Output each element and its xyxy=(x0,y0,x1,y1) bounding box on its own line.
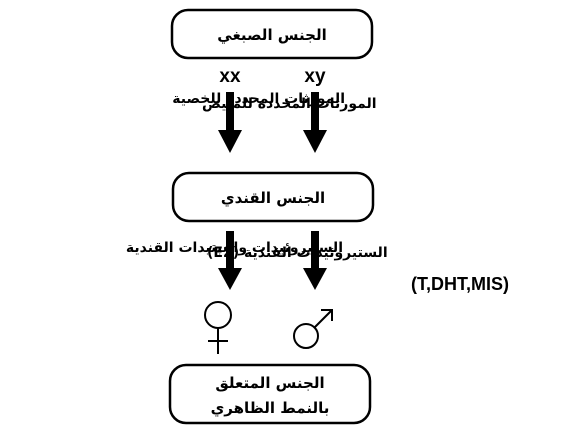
ovary-genes-label: المورثات المحددة للمبيض xyxy=(202,96,377,112)
male-chromosomes-label: xy xyxy=(304,66,326,87)
phenotypic-sex-label-line1: الجنس المتعلق xyxy=(215,374,324,392)
arrow-male-hormones xyxy=(303,231,327,290)
male-hormones-label: الستيروئيدات والببتيدات القندية xyxy=(126,240,343,256)
phenotypic-sex-box: الجنس المتعلق بالنمط الظاهري xyxy=(168,363,372,425)
testis-genes-label: المورثات المحددة للخصية xyxy=(172,91,345,107)
female-hormones-label: الستيروئيدات القندية (E2) xyxy=(207,245,388,261)
arrow-ovary-path xyxy=(218,92,242,153)
chromosomal-sex-label: الجنس الصبغي xyxy=(217,26,326,44)
gonadal-sex-label: الجنس القندي xyxy=(221,189,325,208)
chromosomal-sex-box: الجنس الصبغي xyxy=(170,8,374,60)
female-symbol-icon xyxy=(204,301,232,354)
arrow-testis-path xyxy=(303,92,327,153)
male-hormones-abbrev-label: (T,DHT,MIS) xyxy=(411,274,509,294)
arrow-female-hormones xyxy=(218,231,242,290)
gonadal-sex-box: الجنس القندي xyxy=(171,171,375,223)
male-symbol-icon xyxy=(293,309,333,349)
phenotypic-sex-label-line2: بالنمط الظاهري xyxy=(211,399,330,418)
female-chromosomes-label: xx xyxy=(219,66,241,87)
